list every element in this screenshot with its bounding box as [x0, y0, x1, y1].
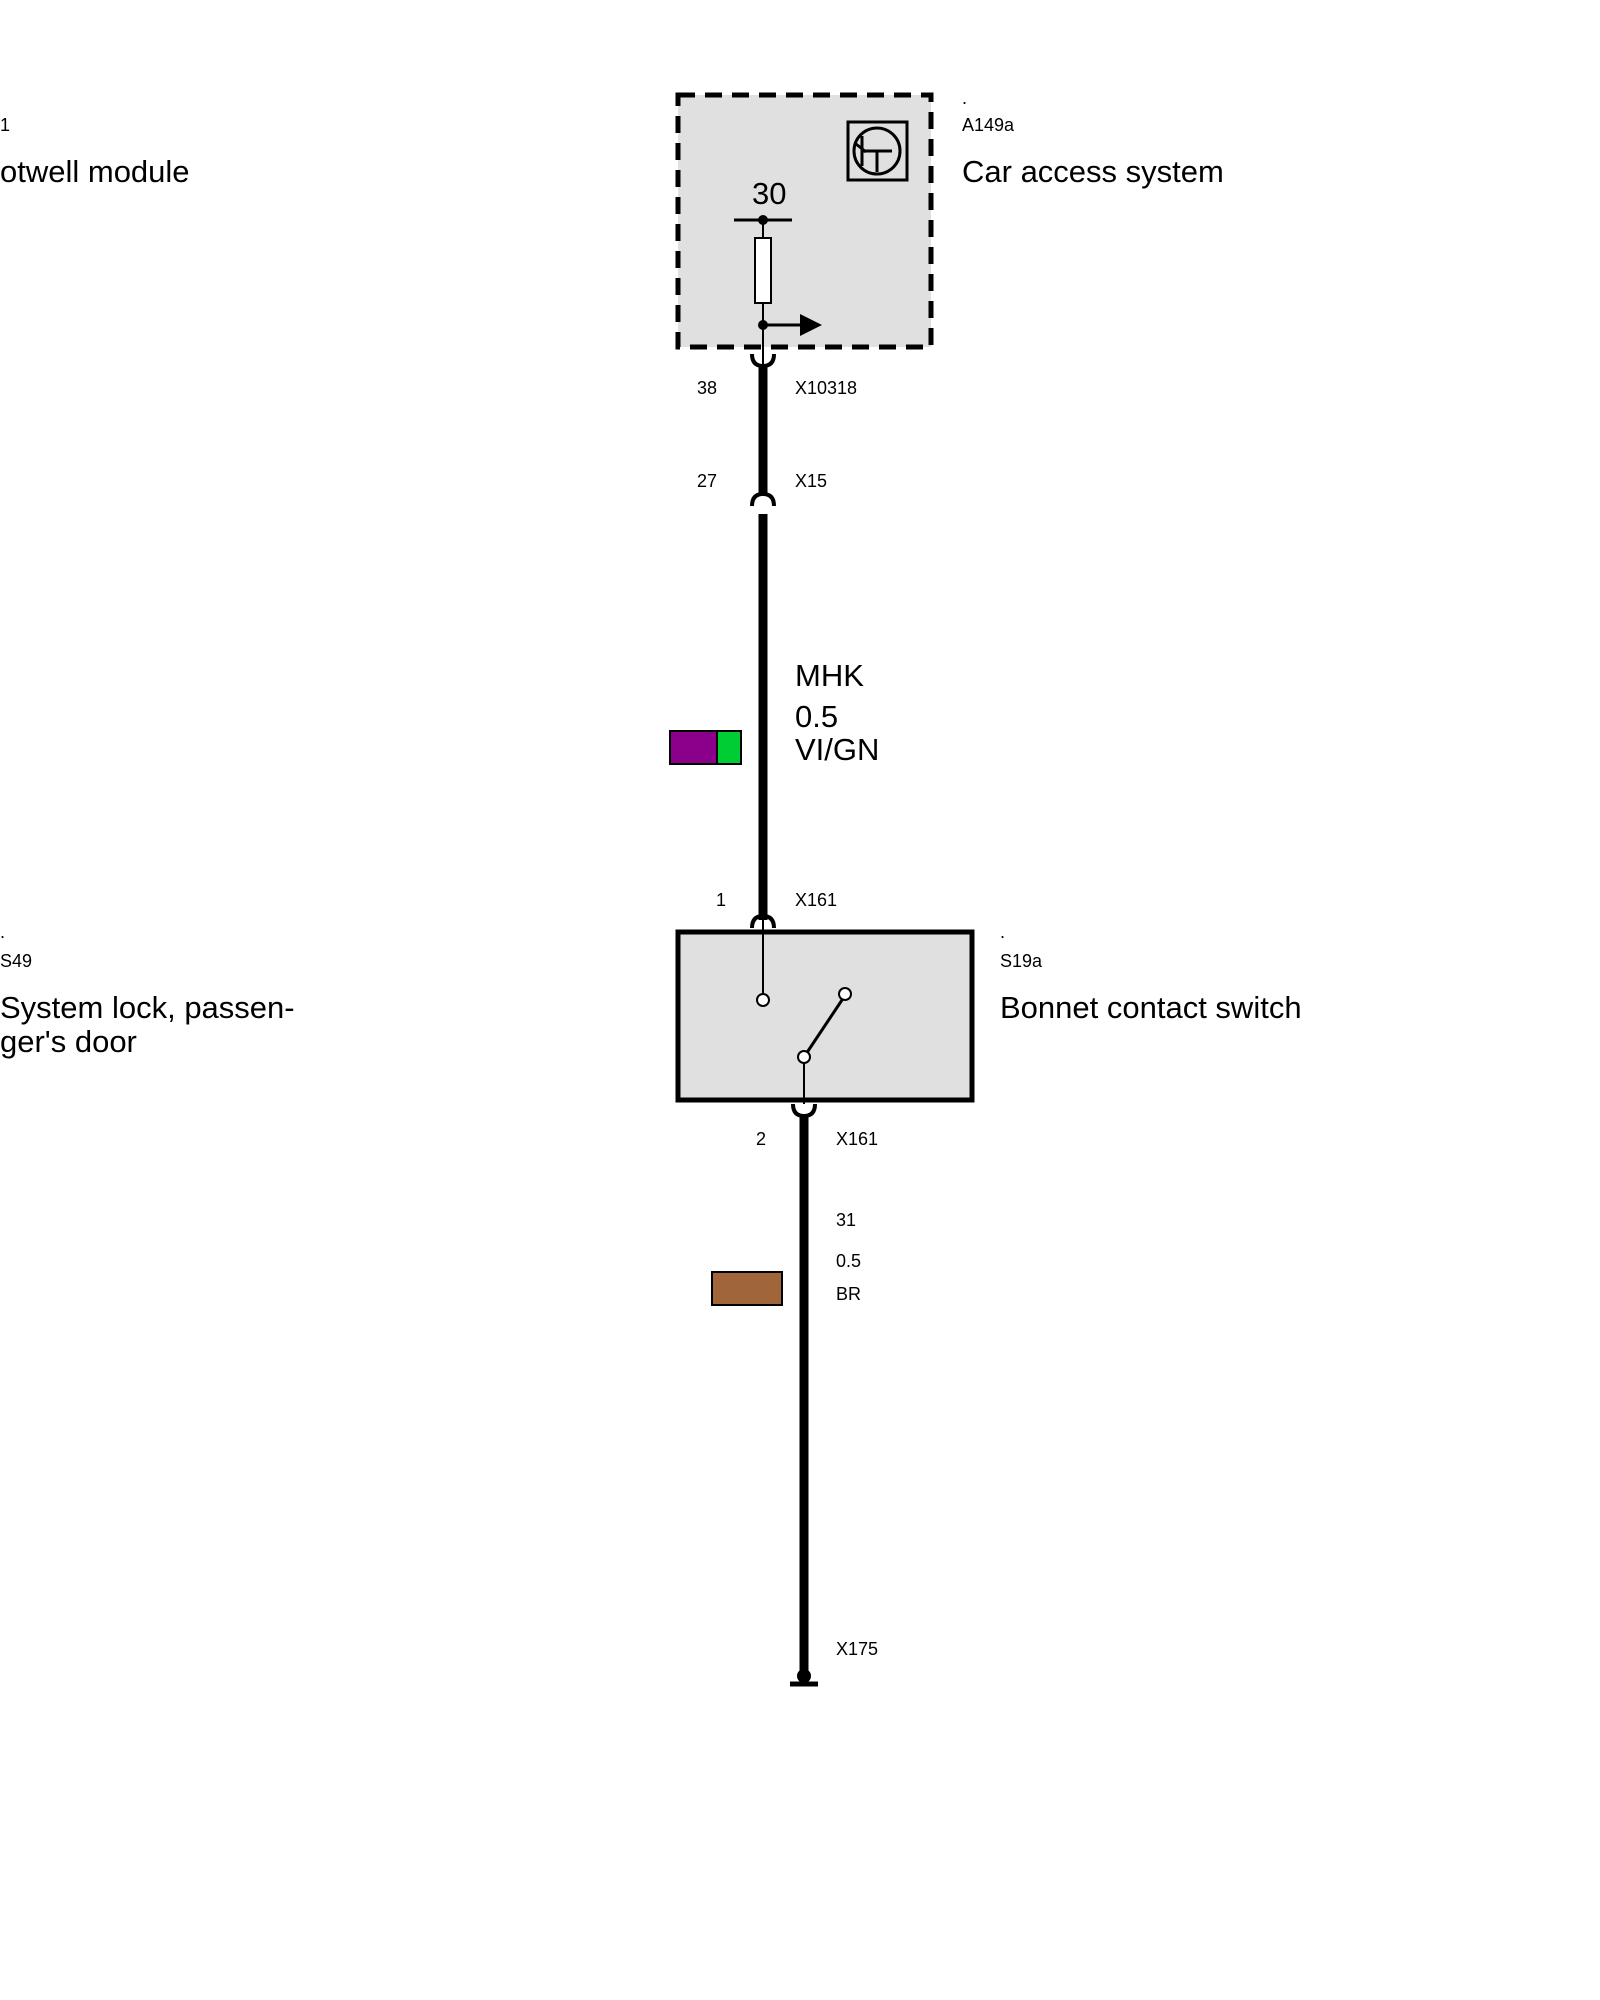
- wire-31-cross-section: 0.5: [836, 1251, 861, 1271]
- ground-icon: [790, 1669, 818, 1687]
- switch-contact-fixed: [756, 993, 770, 1007]
- wire-mhk-color-code: VI/GN: [795, 732, 879, 767]
- switch-contact-pivot: [797, 1050, 811, 1064]
- swatch-green: [716, 730, 742, 765]
- swatch-violet: [669, 730, 718, 765]
- bonnet-switch-outline: [675, 929, 975, 1103]
- connector-x161-top-socket: [750, 913, 776, 929]
- connector-x15-socket: [750, 491, 776, 507]
- footwell-module-name: otwell module: [0, 154, 190, 189]
- car-access-system-name: Car access system: [962, 154, 1224, 189]
- system-lock-name-line1: System lock, passen-: [0, 990, 295, 1025]
- connector-x10318-pin: 38: [697, 378, 717, 398]
- connector-x161-pin2: 2: [756, 1129, 766, 1149]
- bonnet-contact-switch-box[interactable]: [675, 920, 975, 1104]
- footwell-module-ref: 1: [0, 115, 10, 135]
- terminal-30-label: 30: [752, 176, 786, 211]
- system-lock-dot: .: [0, 922, 5, 942]
- connector-x161-label-bottom: X161: [836, 1129, 878, 1149]
- system-lock-name-line2: ger's door: [0, 1024, 137, 1059]
- connector-x161-bottom-socket: [791, 1103, 817, 1119]
- system-lock-ref: S49: [0, 951, 32, 971]
- connector-x161-label-top: X161: [795, 890, 837, 910]
- switch-lever-icon: [804, 999, 844, 1055]
- ground-x175-label: X175: [836, 1639, 878, 1659]
- connector-x161-pin1: 1: [716, 890, 726, 910]
- wire-31-color-swatch: [711, 1271, 783, 1306]
- wire-mhk-color-swatch: [669, 730, 742, 765]
- wire-mhk-cross-section: 0.5: [795, 699, 838, 734]
- output-arrow-icon: [800, 314, 822, 336]
- car-access-system-ref: A149a: [962, 115, 1015, 135]
- car-access-system-box[interactable]: 30: [675, 92, 934, 350]
- connector-x10318-label: X10318: [795, 378, 857, 398]
- bonnet-switch-name: Bonnet contact switch: [1000, 990, 1302, 1025]
- fuse-icon: [754, 237, 772, 304]
- car-access-system-dot: .: [962, 88, 967, 108]
- bonnet-switch-dot: .: [1000, 922, 1005, 942]
- wire-mhk-id: MHK: [795, 658, 864, 693]
- switch-contact-open: [838, 987, 852, 1001]
- connector-x15-label: X15: [795, 471, 827, 491]
- wire-31-color-code: BR: [836, 1284, 861, 1304]
- bonnet-switch-ref: S19a: [1000, 951, 1043, 971]
- wire-31-id: 31: [836, 1210, 856, 1230]
- connector-x15-pin: 27: [697, 471, 717, 491]
- transistor-icon: [846, 120, 909, 182]
